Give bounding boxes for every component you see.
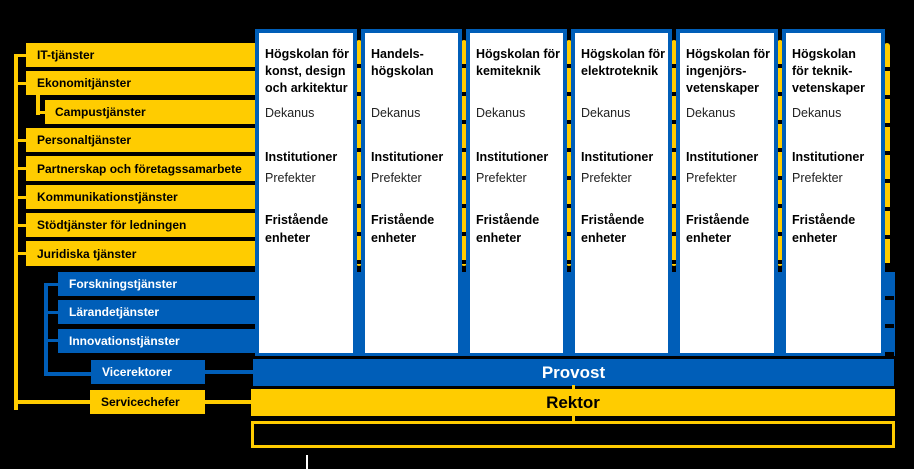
academic-forskning-label: Forskningstjänster <box>69 277 178 291</box>
school-fristaende: Fristående enheter <box>792 213 856 245</box>
school-dekanus: Dekanus <box>371 106 421 120</box>
connector-larande <box>44 311 59 314</box>
school-column-3[interactable]: Högskolan för kemiteknik Dekanus Institu… <box>466 29 567 356</box>
connector-ekonomi <box>14 82 26 85</box>
servicechefer-box[interactable]: Servicechefer <box>90 390 205 414</box>
connector-vicerektorer-provost <box>204 370 254 374</box>
connector-partnerskap <box>14 167 26 170</box>
school-institutioner: Institutioner <box>792 150 865 164</box>
support-juridik-label: Juridiska tjänster <box>37 246 137 261</box>
school-column-4[interactable]: Högskolan för elektroteknik Dekanus Inst… <box>571 29 672 356</box>
school-dekanus: Dekanus <box>265 106 315 120</box>
school-title: Högskolan för kemiteknik <box>476 47 561 78</box>
school-title: Högskolan för konst, design och arkitekt… <box>265 47 350 95</box>
school-prefekter: Prefekter <box>581 171 632 185</box>
support-partnerskap-label: Partnerskap och företagssamarbete <box>37 161 242 176</box>
school-dekanus: Dekanus <box>581 106 631 120</box>
school-column-1[interactable]: Högskolan för konst, design och arkitekt… <box>255 29 357 356</box>
academic-larande-label: Lärandetjänster <box>69 305 160 319</box>
support-juridik[interactable]: Juridiska tjänster <box>26 241 255 266</box>
school-prefekter: Prefekter <box>476 171 527 185</box>
vicerektorer-box[interactable]: Vicerektorer <box>91 360 205 384</box>
academic-forskning[interactable]: Forskningstjänster <box>58 272 255 296</box>
provost-label: Provost <box>541 362 606 382</box>
support-personal-label: Personaltjänster <box>37 133 132 147</box>
support-partnerskap[interactable]: Partnerskap och företagssamarbete <box>26 156 255 181</box>
school-fristaende: Fristående enheter <box>371 213 435 245</box>
support-ekonomi[interactable]: Ekonomitjänster <box>26 71 255 95</box>
bottom-tick-line <box>306 455 308 469</box>
connector-kommunikation <box>14 196 26 199</box>
servicechefer-label: Servicechefer <box>101 395 180 409</box>
connector-forskning <box>44 283 59 286</box>
academic-trunk-line <box>44 283 48 376</box>
support-campus[interactable]: Campustjänster <box>45 100 255 124</box>
school-title: Högskolan för ingenjörs-vetenskaper <box>686 47 771 95</box>
school-prefekter: Prefekter <box>686 171 737 185</box>
rektor-bar[interactable]: Rektor <box>251 389 895 416</box>
connector-stod <box>14 224 26 227</box>
school-institutioner: Institutioner <box>265 150 338 164</box>
school-institutioner: Institutioner <box>371 150 444 164</box>
school-institutioner: Institutioner <box>581 150 654 164</box>
academic-larande[interactable]: Lärandetjänster <box>58 300 255 324</box>
support-it-label: IT-tjänster <box>37 48 95 62</box>
support-ekonomi-label: Ekonomitjänster <box>37 76 132 90</box>
connector-vicerektorer <box>44 372 93 376</box>
bottom-outline-box <box>251 421 895 448</box>
school-dekanus: Dekanus <box>792 106 842 120</box>
connector-juridik <box>14 252 26 255</box>
school-column-6[interactable]: Högskolan för teknik-vetenskaper Dekanus… <box>782 29 885 356</box>
school-fristaende: Fristående enheter <box>265 213 329 245</box>
connector-it <box>14 54 26 57</box>
school-dekanus: Dekanus <box>686 106 736 120</box>
school-column-2[interactable]: Handels-högskolan Dekanus Institutioner … <box>361 29 462 356</box>
school-dekanus: Dekanus <box>476 106 526 120</box>
vicerektorer-label: Vicerektorer <box>102 365 172 379</box>
connector-servicechefer-rektor <box>204 400 252 404</box>
support-stod[interactable]: Stödtjänster för ledningen <box>26 213 255 237</box>
school-title: Högskolan för elektroteknik <box>581 47 666 78</box>
connector-campus-vertical <box>36 95 40 115</box>
connector-personal <box>14 139 26 142</box>
academic-innovation-label: Innovationstjänster <box>69 334 180 348</box>
school-prefekter: Prefekter <box>371 171 422 185</box>
school-institutioner: Institutioner <box>686 150 759 164</box>
provost-rektor-connector <box>572 385 575 390</box>
support-kommunikation[interactable]: Kommunikationstjänster <box>26 185 255 209</box>
rektor-bottom-connector <box>572 415 575 421</box>
support-personal[interactable]: Personaltjänster <box>26 128 255 152</box>
connector-innovation <box>44 339 59 342</box>
academic-innovation[interactable]: Innovationstjänster <box>58 329 255 353</box>
connector-campus <box>36 111 46 114</box>
school-institutioner: Institutioner <box>476 150 549 164</box>
school-title: Handels-högskolan <box>371 47 434 78</box>
school-prefekter: Prefekter <box>265 171 316 185</box>
support-it[interactable]: IT-tjänster <box>26 43 255 67</box>
school-title: Högskolan för teknik-vetenskaper <box>792 47 865 95</box>
support-stod-label: Stödtjänster för ledningen <box>37 218 187 232</box>
support-trunk-line <box>14 54 18 410</box>
provost-bar[interactable]: Provost <box>253 359 894 386</box>
connector-servicechefer <box>14 400 92 404</box>
support-kommunikation-label: Kommunikationstjänster <box>37 190 178 204</box>
support-campus-label: Campustjänster <box>55 105 146 119</box>
rektor-label: Rektor <box>546 392 600 412</box>
school-fristaende: Fristående enheter <box>581 213 645 245</box>
school-prefekter: Prefekter <box>792 171 843 185</box>
school-fristaende: Fristående enheter <box>476 213 540 245</box>
school-fristaende: Fristående enheter <box>686 213 750 245</box>
school-column-5[interactable]: Högskolan för ingenjörs-vetenskaper Deka… <box>676 29 778 356</box>
